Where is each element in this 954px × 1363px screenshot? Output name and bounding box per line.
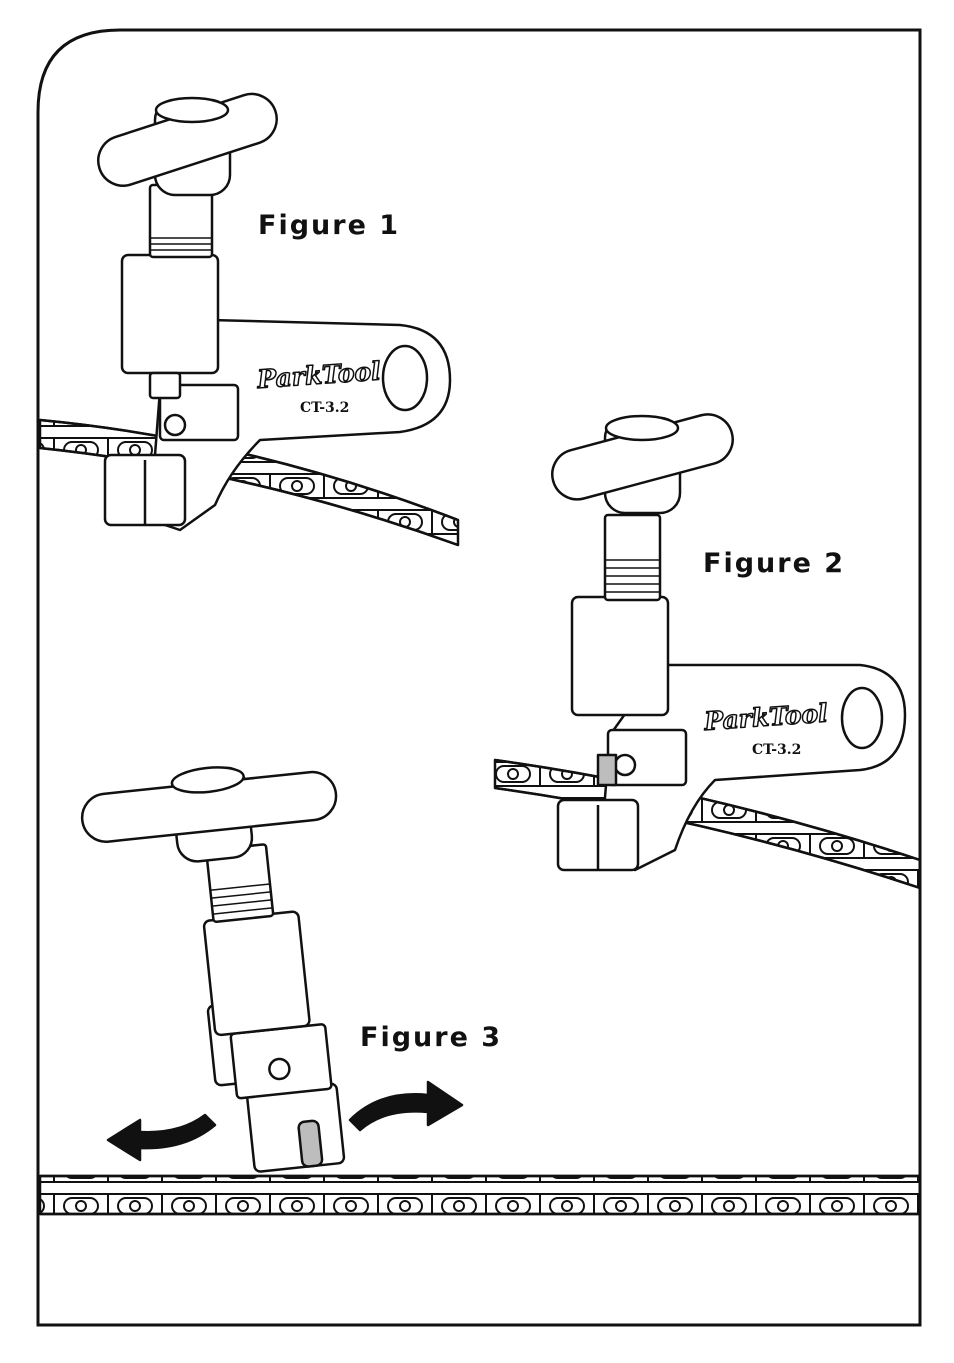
rock-left-arrow-icon	[108, 1115, 215, 1160]
figure-2-model: CT-3.2	[752, 742, 801, 758]
figure-2-t-handle	[547, 409, 739, 513]
figure-1-t-handle	[92, 87, 283, 195]
figure-3-t-handle	[78, 755, 341, 873]
figure-2-illustration: ParkTool CT-3.2	[495, 409, 920, 888]
figure-3-pin	[298, 1120, 323, 1167]
figure-3-chain	[40, 1176, 920, 1214]
figure-3-barrel	[204, 911, 311, 1035]
rock-right-arrow-icon	[350, 1082, 462, 1130]
figure-2-pin	[598, 755, 616, 785]
figure-2-barrel	[572, 597, 668, 715]
figure-1-caption: Figure 1	[258, 210, 400, 241]
figure-1-model: CT-3.2	[300, 400, 349, 416]
figure-2-caption: Figure 2	[703, 548, 845, 579]
figure-1-illustration: ParkTool CT-3.2	[40, 87, 458, 545]
figure-3-caption: Figure 3	[360, 1022, 502, 1053]
figure-1-barrel	[122, 255, 218, 373]
